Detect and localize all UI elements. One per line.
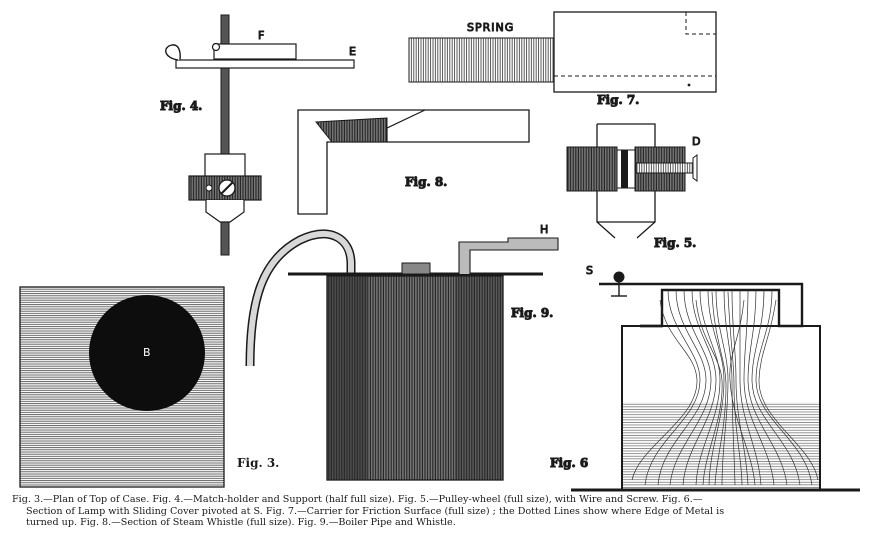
fig9-filler-cap <box>401 262 431 275</box>
fig7-label: Fig. 7. <box>597 93 639 107</box>
fig7-spring-label: SPRING <box>467 21 514 34</box>
fig3-letter-b: B <box>143 346 151 359</box>
fig4-pivot-ring <box>211 42 221 52</box>
fig6-lamp-section: S Fig. 6 <box>550 264 860 492</box>
fig4-label: Fig. 4. <box>160 99 202 113</box>
fig7-plate <box>553 11 717 93</box>
fig9-label: Fig. 9. <box>511 306 553 320</box>
fig4-letter-f: F <box>258 29 264 42</box>
caption-line-2: Section of Lamp with Sliding Cover pivot… <box>26 505 725 517</box>
figure-caption: Fig. 3.—Plan of Top of Case. Fig. 4.—Mat… <box>12 494 878 529</box>
fig9-whistle-pipe <box>458 237 559 274</box>
fig3-case-plan: B Fig. 3. <box>19 286 279 488</box>
fig9-letter-h: H <box>540 223 548 236</box>
fig4-bracket <box>204 153 246 179</box>
fig5-screw-head <box>692 154 698 182</box>
fig6-label: Fig. 6 <box>550 456 588 470</box>
fig6-pivot <box>613 271 625 283</box>
fig4-funnel <box>205 200 245 223</box>
fig4-holder-block <box>213 43 297 60</box>
fig6-letter-s: S <box>586 264 593 277</box>
fig4-letter-e: E <box>349 45 356 58</box>
fig5-wheel-left <box>566 146 618 192</box>
fig5-letter-d: D <box>692 135 700 148</box>
fig7-dotted-edge <box>554 12 716 77</box>
fig9-boiler: H Fig. 9. <box>245 223 559 481</box>
fig3-opening-b <box>89 295 205 411</box>
caption-line-1: Fig. 3.—Plan of Top of Case. Fig. 4.—Mat… <box>12 494 703 505</box>
fig5-pulley-wheel: D Fig. 5. <box>566 123 701 251</box>
fig4-arm <box>175 59 355 69</box>
fig4-match-holder: Fig. 4. F E <box>160 14 357 256</box>
fig4-support-rod <box>220 14 230 256</box>
fig6-water <box>623 402 819 488</box>
fig6-case <box>621 325 821 490</box>
fig3-label: Fig. 3. <box>237 456 279 470</box>
caption-line-3: turned up. Fig. 8.—Section of Steam Whis… <box>26 517 456 528</box>
fig8-steam-whistle: Fig. 8. <box>297 109 530 215</box>
fig7-spring <box>408 37 556 83</box>
fig7-carrier: SPRING Fig. 7. <box>408 11 717 108</box>
fig4-match-head <box>165 44 181 61</box>
fig8-lip <box>315 117 388 143</box>
fig5-label: Fig. 5. <box>654 236 696 250</box>
fig6-sliding-cover <box>599 282 804 328</box>
engraving-plate: Fig. 4. F E SPRING Fig. 7. Fig. 8. D Fig… <box>19 11 860 492</box>
fig6-wick <box>631 289 819 486</box>
fig8-label: Fig. 8. <box>405 175 447 189</box>
fig5-screw <box>635 162 694 174</box>
